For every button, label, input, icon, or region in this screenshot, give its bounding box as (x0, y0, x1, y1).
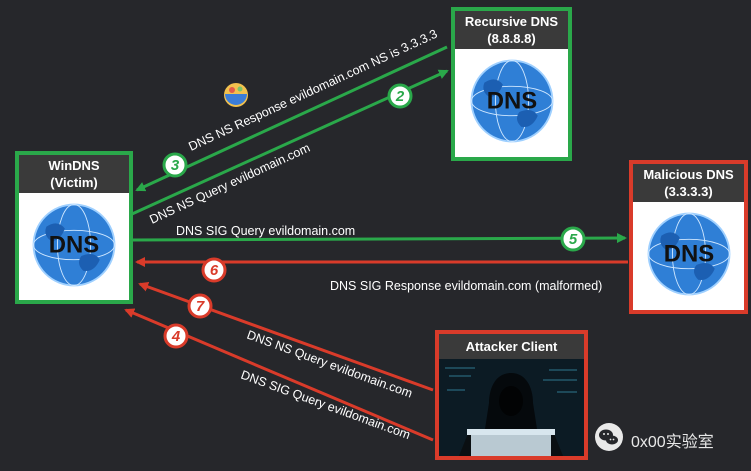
node-title: Malicious DNS (643, 167, 734, 182)
hooded-hacker-icon (439, 359, 584, 456)
dns-globe-icon: DNS (647, 212, 730, 296)
arrow-step-3 (135, 45, 448, 192)
svg-text:6: 6 (210, 262, 219, 279)
badge-step-7: 7 (187, 293, 213, 319)
svg-text:DNS: DNS (663, 240, 714, 267)
bowl-emoji-icon (224, 83, 248, 107)
label-step-6: DNS SIG Response evildomain.com (malform… (330, 279, 602, 293)
dns-globe-icon: DNS (470, 59, 553, 143)
svg-text:7: 7 (196, 298, 205, 315)
svg-text:4: 4 (171, 328, 181, 345)
svg-text:2: 2 (395, 88, 405, 105)
badge-step-4: 4 (163, 323, 189, 349)
node-title: WinDNS (48, 158, 100, 173)
svg-text:3: 3 (171, 157, 180, 174)
node-title: Attacker Client (465, 339, 558, 354)
node-subtitle: (3.3.3.3) (664, 184, 713, 199)
windns-victim-node: WinDNS (Victim) DNS (15, 151, 133, 304)
arrow-step-5 (131, 233, 627, 244)
malicious-dns-node: Malicious DNS (3.3.3.3) DNS (629, 160, 748, 314)
wechat-logo-icon (595, 423, 623, 451)
node-subtitle: (8.8.8.8) (487, 31, 536, 46)
node-title: Recursive DNS (464, 14, 559, 29)
recursive-dns-node: Recursive DNS (8.8.8.8) DNS (451, 7, 572, 161)
badge-step-2: 2 (387, 83, 413, 109)
badge-step-3: 3 (162, 152, 188, 178)
label-step-5: DNS SIG Query evildomain.com (176, 224, 355, 238)
badge-step-5: 5 (560, 226, 586, 252)
svg-text:DNS: DNS (486, 87, 537, 114)
badge-step-6: 6 (201, 257, 227, 283)
dns-globe-icon: DNS (32, 203, 116, 287)
svg-text:5: 5 (569, 231, 578, 248)
attacker-client-node: Attacker Client (435, 330, 588, 460)
svg-text:DNS: DNS (49, 231, 100, 258)
node-subtitle: (Victim) (50, 175, 98, 190)
watermark-text: 0x00实验室 (631, 434, 714, 451)
